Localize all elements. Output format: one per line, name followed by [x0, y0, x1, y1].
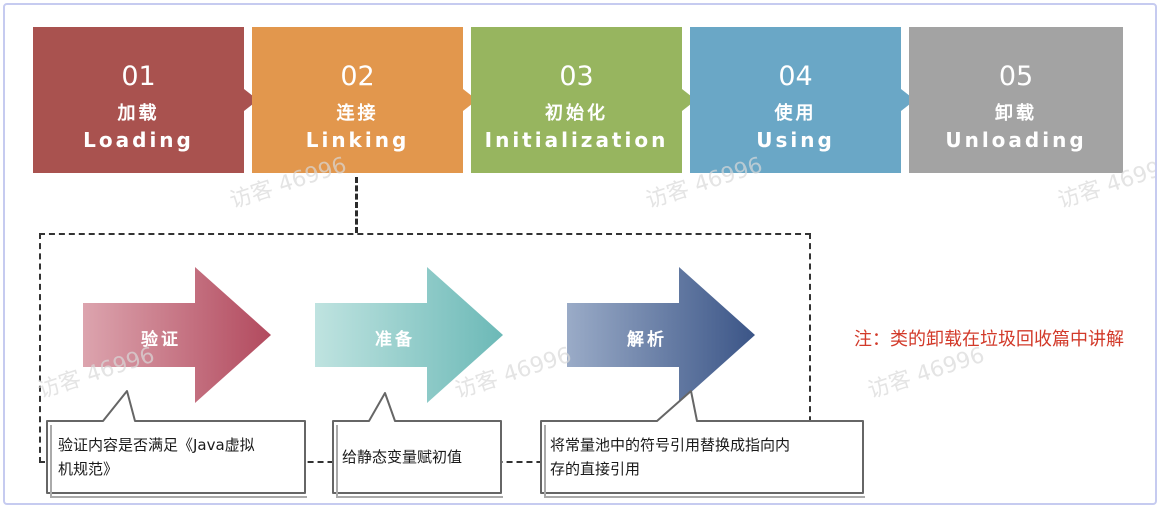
callout-bubble-resolve — [540, 390, 865, 498]
prepare-label: 准备 — [375, 330, 415, 350]
stage-unloading: 05 卸载 Unloading — [909, 27, 1123, 173]
stage-number: 01 — [121, 61, 156, 92]
resolve-description: 将常量池中的符号引用替换成指向内 存的直接引用 — [550, 433, 860, 481]
verify-label: 验证 — [141, 330, 181, 350]
diagram-frame: 01 加载 Loading 02 连接 Linking 03 初始化 Initi… — [3, 3, 1157, 505]
resolve-arrow-icon — [567, 267, 755, 403]
prepare-description: 给静态变量赋初值 — [342, 448, 463, 466]
stage-title-en: Unloading — [945, 128, 1087, 152]
verify-description: 验证内容是否满足《Java虚拟 机规范》 — [58, 433, 303, 481]
stage-number: 04 — [778, 61, 813, 92]
stage-linking: 02 连接 Linking — [252, 27, 463, 173]
linking-dashed-connector — [355, 177, 358, 233]
stage-title-zh: 初始化 — [545, 103, 608, 124]
stage-title-en: Loading — [83, 128, 194, 152]
verify-description-line2: 机规范》 — [58, 460, 119, 478]
stage-title-zh: 连接 — [336, 103, 379, 124]
stage-number: 02 — [340, 61, 375, 92]
resolve-label: 解析 — [627, 330, 667, 350]
stage-title-zh: 使用 — [774, 103, 817, 124]
stage-initialization: 03 初始化 Initialization — [471, 27, 682, 173]
prepare-arrow-icon — [315, 267, 503, 403]
stage-number: 05 — [998, 61, 1034, 92]
stage-using: 04 使用 Using — [690, 27, 901, 173]
verify-description-line1: 验证内容是否满足《Java虚拟 — [58, 436, 255, 454]
unloading-note: 注：类的卸载在垃圾回收篇中讲解 — [854, 329, 1124, 350]
stage-loading: 01 加载 Loading — [33, 27, 244, 173]
verify-arrow-icon — [83, 267, 271, 403]
callout-bubble-prepare — [332, 392, 503, 498]
stage-title-en: Initialization — [484, 128, 669, 152]
resolve-description-line2: 存的直接引用 — [550, 460, 641, 478]
stage-title-en: Linking — [305, 128, 410, 152]
stage-title-zh: 加载 — [117, 103, 160, 124]
stage-number: 03 — [559, 61, 594, 92]
stage-title-en: Using — [756, 128, 835, 152]
stage-title-zh: 卸载 — [995, 103, 1037, 124]
callout-bubble-verify — [46, 390, 307, 498]
resolve-description-line1: 将常量池中的符号引用替换成指向内 — [550, 436, 791, 454]
